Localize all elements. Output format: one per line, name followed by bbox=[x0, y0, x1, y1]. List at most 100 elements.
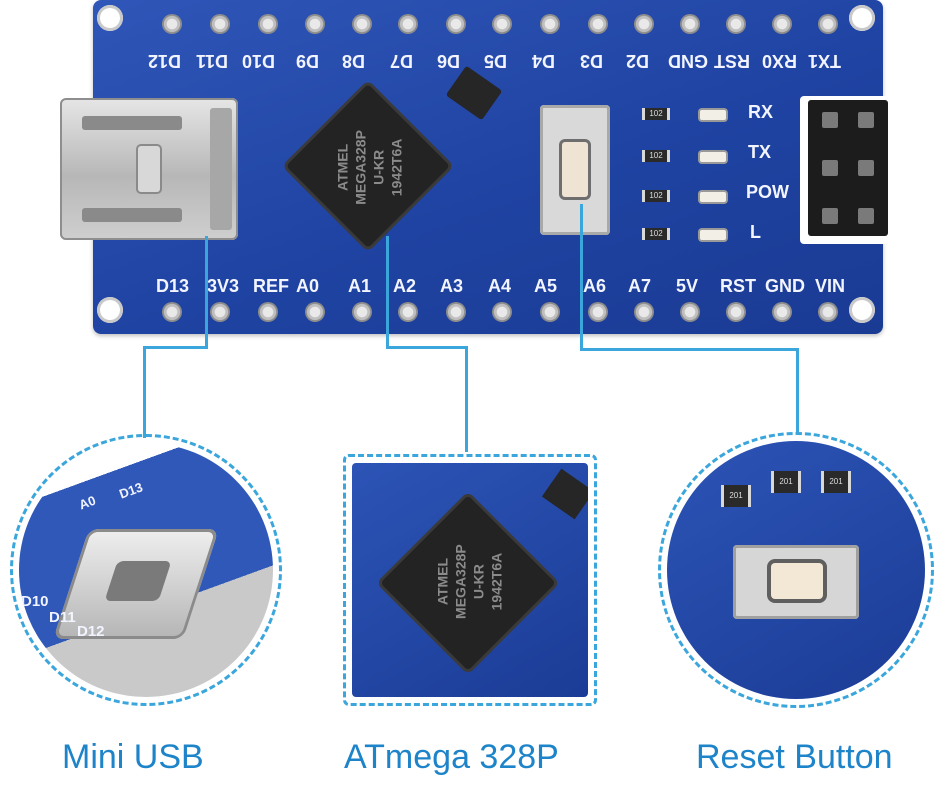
header-pin bbox=[634, 302, 654, 322]
header-pin bbox=[258, 14, 278, 34]
pin-label-d11: D11 bbox=[196, 51, 229, 71]
led-label-l: L bbox=[750, 222, 761, 242]
zoom-reset-cap bbox=[771, 563, 823, 599]
connector-line-chip bbox=[386, 346, 468, 349]
led-rx bbox=[700, 110, 726, 120]
zoom-chip-variant: U-KR bbox=[470, 564, 487, 600]
connector-line-usb bbox=[143, 346, 146, 438]
connector-line-chip bbox=[465, 346, 468, 452]
led-l bbox=[700, 230, 726, 240]
pin-label-d3: D3 bbox=[580, 51, 604, 71]
header-pin bbox=[680, 302, 700, 322]
pin-label-a0: A0 bbox=[296, 276, 320, 296]
header-pin bbox=[726, 14, 746, 34]
pin-label-gnd-bottom: GND bbox=[765, 276, 805, 296]
led-label-rx: RX bbox=[748, 102, 774, 122]
header-pin bbox=[818, 302, 838, 322]
led-tx bbox=[700, 152, 726, 162]
pin-label-a1: A1 bbox=[348, 276, 372, 296]
connector-line-chip bbox=[386, 236, 389, 348]
zoom-atmega: ATMEL MEGA328P U-KR 1942T6A bbox=[343, 454, 597, 706]
header-pin bbox=[305, 302, 325, 322]
header-pin bbox=[540, 14, 560, 34]
chip-variant: U-KR bbox=[370, 149, 387, 185]
pin-label-tx1: TX1 bbox=[808, 51, 842, 71]
resistor: 102 bbox=[642, 228, 670, 240]
connector-line-reset bbox=[580, 204, 583, 350]
pin-label-d5: D5 bbox=[484, 51, 508, 71]
pin-label-a7: A7 bbox=[628, 276, 652, 296]
mounting-hole bbox=[97, 5, 123, 31]
zoom-resistor: 201 bbox=[821, 471, 851, 493]
connector-line-usb bbox=[143, 346, 208, 349]
chip-brand: ATMEL bbox=[334, 143, 351, 192]
pin-label-d12: D12 bbox=[148, 51, 182, 71]
header-pin bbox=[446, 302, 466, 322]
zoom-mini-usb: D10 D11 D12 A0 D13 bbox=[10, 434, 282, 706]
zoom-label-d10: D10 bbox=[21, 593, 49, 610]
resistor: 102 bbox=[642, 190, 670, 202]
header-pin bbox=[352, 14, 372, 34]
pin-label-rst: RST bbox=[714, 51, 750, 71]
header-pin bbox=[398, 14, 418, 34]
pin-label-d13: D13 bbox=[156, 276, 190, 296]
pin-label-ref: REF bbox=[253, 276, 289, 296]
pin-label-rx0: RX0 bbox=[762, 51, 798, 71]
zoom-resistor: 201 bbox=[721, 485, 751, 507]
header-pin bbox=[772, 302, 792, 322]
header-pin bbox=[588, 302, 608, 322]
header-pin bbox=[634, 14, 654, 34]
pin-label-a3: A3 bbox=[440, 276, 464, 296]
zoom-label-d11: D11 bbox=[49, 609, 76, 626]
pin-label-vin: VIN bbox=[815, 276, 846, 296]
pin-label-d9: D9 bbox=[296, 51, 320, 71]
header-pin bbox=[398, 302, 418, 322]
pin-label-a6: A6 bbox=[583, 276, 607, 296]
zoom-reset-button: 201 201 201 bbox=[658, 432, 934, 708]
chip-model: MEGA328P bbox=[352, 130, 369, 205]
chip-batch: 1942T6A bbox=[388, 138, 405, 197]
led-pow bbox=[700, 192, 726, 202]
pin-label-a2: A2 bbox=[393, 276, 417, 296]
pin-label-a4: A4 bbox=[488, 276, 512, 296]
zoom-label-d13: D13 bbox=[117, 479, 145, 502]
zoom-resistor: 201 bbox=[771, 471, 801, 493]
pin-label-rst-bottom: RST bbox=[720, 276, 756, 296]
pin-label-d2: D2 bbox=[626, 51, 650, 71]
pin-label-a5: A5 bbox=[534, 276, 558, 296]
caption-atmega: ATmega 328P bbox=[344, 738, 559, 776]
pin-label-3v3: 3V3 bbox=[207, 276, 240, 296]
pin-label-d4: D4 bbox=[532, 51, 556, 71]
zoom-small-ic bbox=[541, 468, 588, 520]
zoom-label-d12: D12 bbox=[77, 623, 105, 640]
led-label-tx: TX bbox=[748, 142, 772, 162]
zoom-chip-brand: ATMEL bbox=[434, 557, 451, 606]
connector-line-reset bbox=[796, 348, 799, 434]
header-pin bbox=[680, 14, 700, 34]
zoom-label-a0: A0 bbox=[76, 492, 98, 513]
connector-line-reset bbox=[580, 348, 798, 351]
header-pin bbox=[726, 302, 746, 322]
header-pin bbox=[540, 302, 560, 322]
reset-button bbox=[540, 105, 610, 235]
mounting-hole bbox=[849, 5, 875, 31]
mounting-hole bbox=[97, 297, 123, 323]
pin-label-gnd: GND bbox=[668, 51, 708, 71]
header-pin bbox=[492, 302, 512, 322]
header-pin bbox=[258, 302, 278, 322]
resistor: 102 bbox=[642, 150, 670, 162]
resistor: 102 bbox=[642, 108, 670, 120]
header-pin bbox=[818, 14, 838, 34]
header-pin bbox=[210, 14, 230, 34]
header-pin bbox=[162, 14, 182, 34]
icsp-header bbox=[800, 96, 896, 244]
header-pin bbox=[492, 14, 512, 34]
pin-label-d8: D8 bbox=[342, 51, 366, 71]
mounting-hole bbox=[849, 297, 875, 323]
header-pin bbox=[162, 302, 182, 322]
pin-label-d6: D6 bbox=[437, 51, 461, 71]
connector-line-usb bbox=[205, 236, 208, 348]
zoom-chip-batch: 1942T6A bbox=[488, 552, 505, 611]
zoom-chip-model: MEGA328P bbox=[452, 544, 469, 619]
led-label-pow: POW bbox=[746, 182, 789, 202]
